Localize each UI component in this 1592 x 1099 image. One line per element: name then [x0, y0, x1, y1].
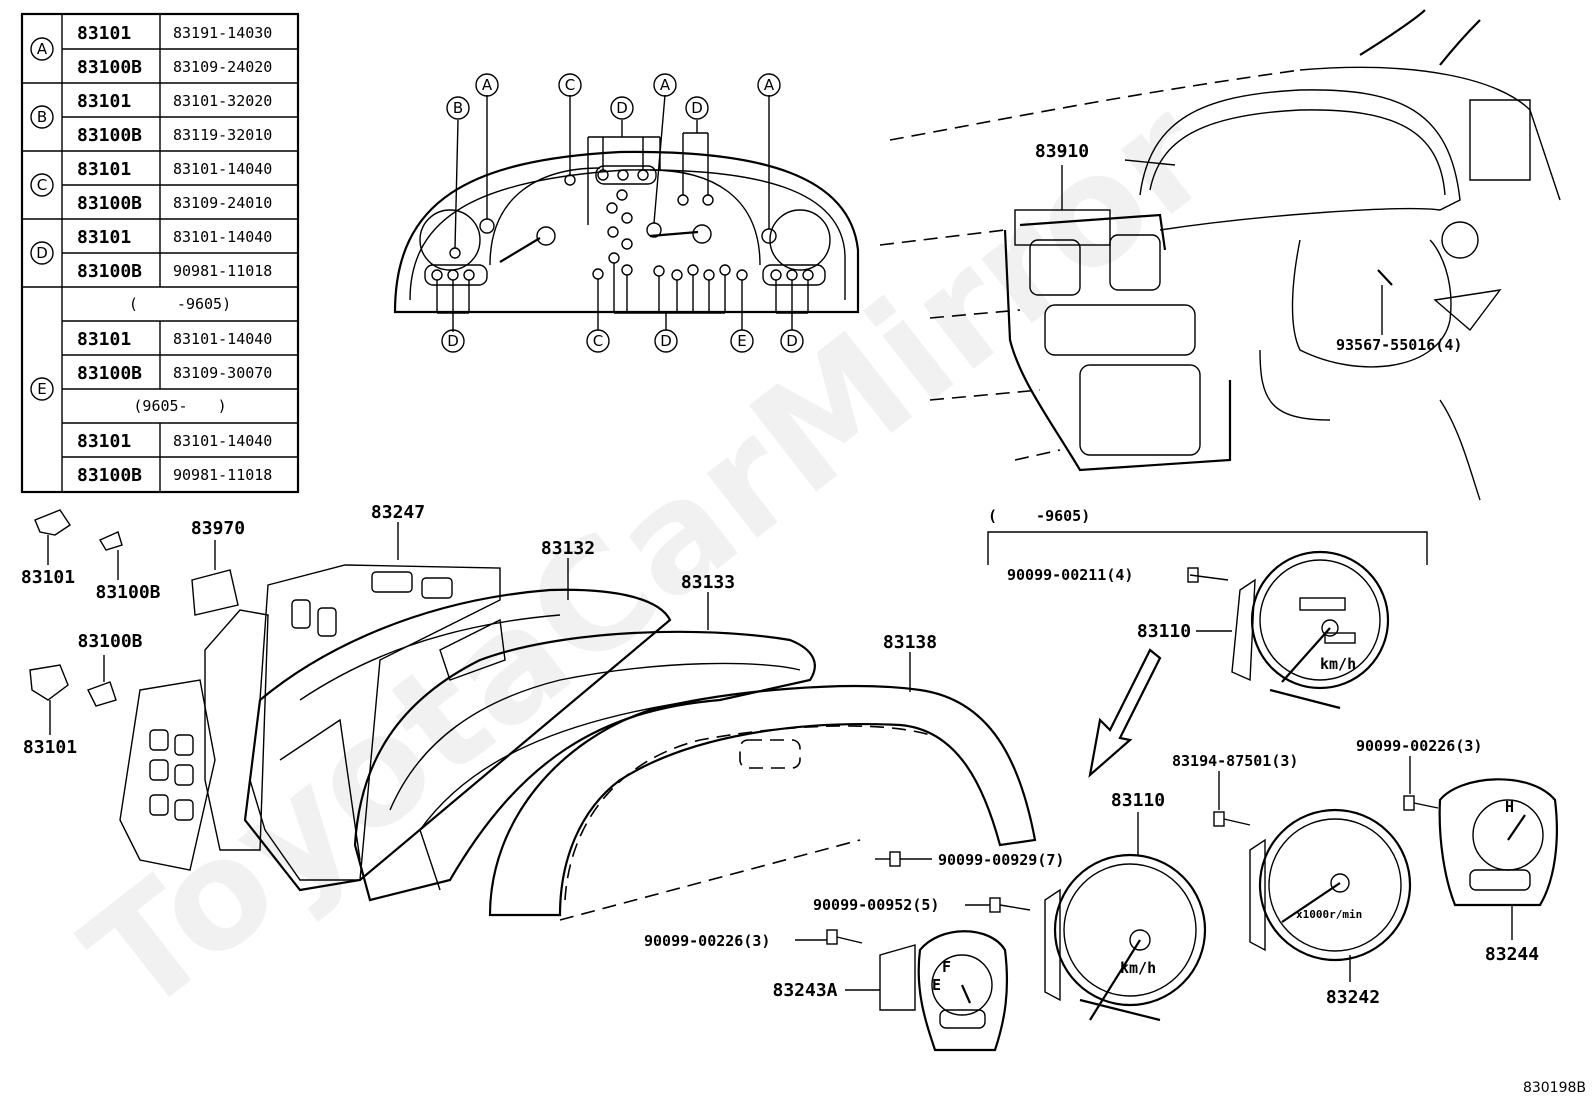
callout-d: D	[685, 96, 709, 120]
table-cell-code: 83100B	[77, 465, 142, 486]
callout-c: C	[558, 73, 582, 97]
svg-text:D: D	[616, 99, 628, 117]
table-letter-b: B	[30, 105, 54, 129]
table-cell-part: 83101-14040	[173, 330, 272, 348]
callout-a: A	[653, 73, 677, 97]
cluster-layers: 83247 83132 83133 83138	[119, 502, 1037, 921]
bulb-location-diagram: B A C D A D A D C D E D	[393, 73, 860, 353]
diagram-code: 830198B	[1523, 1080, 1586, 1096]
table-period-note: ( -9605)	[129, 295, 231, 313]
label-90099-00226: 90099-00226(3)	[1356, 737, 1482, 755]
dashboard-view: 83910 93567-55016(4)	[879, 9, 1561, 501]
label-83138: 83138	[883, 632, 937, 653]
svg-text:A: A	[37, 40, 48, 58]
gauge-kmh-label: km/h	[1320, 655, 1356, 673]
label-83101: 83101	[21, 567, 75, 588]
callout-a: A	[757, 73, 781, 97]
label-83100b: 83100B	[95, 582, 160, 603]
callout-c: C	[586, 329, 610, 353]
svg-text:A: A	[660, 76, 671, 94]
label-83194-87501: 83194-87501(3)	[1172, 752, 1298, 770]
table-cell-part: 83101-14040	[173, 432, 272, 450]
table-cell-code: 83100B	[77, 125, 142, 146]
table-cell-part: 83119-32010	[173, 126, 272, 144]
label-83110: 83110	[1137, 621, 1191, 642]
table-cell-part: 90981-11018	[173, 466, 272, 484]
gauge-h-label: H	[1505, 798, 1514, 816]
table-cell-code: 83101	[77, 91, 131, 112]
table-cell-code: 83100B	[77, 57, 142, 78]
label-83244: 83244	[1485, 944, 1539, 965]
table-cell-code: 83100B	[77, 261, 142, 282]
label-83133: 83133	[681, 572, 735, 593]
svg-text:B: B	[453, 99, 463, 117]
callout-d: D	[441, 329, 465, 353]
table-cell-part: 83109-30070	[173, 364, 272, 382]
gauge-kmh-label: km/h	[1120, 959, 1156, 977]
svg-text:D: D	[36, 244, 48, 262]
label-83132: 83132	[541, 538, 595, 559]
table-cell-code: 83101	[77, 329, 131, 350]
label-90099-00211: 90099-00211(4)	[1007, 566, 1133, 584]
callout-d: D	[780, 329, 804, 353]
table-cell-code: 83100B	[77, 193, 142, 214]
small-parts: 83101 83100B 83970 83100B 83101	[21, 509, 245, 758]
table-period-note: (9605- )	[133, 397, 226, 415]
svg-text:E: E	[37, 380, 46, 398]
label-83100b: 83100B	[77, 631, 142, 652]
table-cell-code: 83101	[77, 431, 131, 452]
callout-d: D	[610, 96, 634, 120]
table-letter-c: C	[30, 173, 54, 197]
svg-text:C: C	[565, 76, 575, 94]
svg-text:C: C	[37, 176, 47, 194]
svg-text:A: A	[764, 76, 775, 94]
table-cell-part: 83109-24010	[173, 194, 272, 212]
callout-e: E	[730, 329, 754, 353]
table-cell-code: 83101	[77, 227, 131, 248]
watermark: ToyotaCarMirror	[55, 68, 1242, 1049]
table-letter-a: A	[30, 37, 54, 61]
svg-text:D: D	[786, 332, 798, 350]
callout-a: A	[475, 73, 499, 97]
table-cell-part: 90981-11018	[173, 262, 272, 280]
table-cell-part: 83101-14040	[173, 160, 272, 178]
label-83910: 83910	[1035, 141, 1089, 162]
gauge-rpm-label: x1000r/min	[1296, 908, 1362, 921]
label-93567-55016: 93567-55016(4)	[1336, 336, 1462, 354]
period-note: ( -9605)	[988, 507, 1090, 525]
label-90099-00952: 90099-00952(5)	[813, 896, 939, 914]
gauges: ( -9605) km/h 83110 90099-00211(4) km/h …	[644, 507, 1558, 1052]
gauge-f-label: F	[942, 958, 951, 976]
svg-text:B: B	[37, 108, 47, 126]
label-90099-00226: 90099-00226(3)	[644, 932, 770, 950]
table-letter-d: D	[30, 241, 54, 265]
label-83110: 83110	[1111, 790, 1165, 811]
label-83247: 83247	[371, 502, 425, 523]
table-cell-part: 83191-14030	[173, 24, 272, 42]
svg-text:D: D	[660, 332, 672, 350]
table-cell-part: 83101-32020	[173, 92, 272, 110]
table-cell-code: 83101	[77, 23, 131, 44]
svg-text:D: D	[447, 332, 459, 350]
gauge-e-label: E	[932, 976, 941, 994]
label-83101: 83101	[23, 737, 77, 758]
label-90099-00929: 90099-00929(7)	[938, 851, 1064, 869]
label-83970: 83970	[191, 518, 245, 539]
callout-b: B	[446, 96, 470, 120]
svg-text:A: A	[482, 76, 493, 94]
label-83242: 83242	[1326, 987, 1380, 1008]
svg-text:D: D	[691, 99, 703, 117]
table-cell-code: 83100B	[77, 363, 142, 384]
svg-text:C: C	[593, 332, 603, 350]
callout-d: D	[654, 329, 678, 353]
table-cell-part: 83109-24020	[173, 58, 272, 76]
table-letter-e: E	[30, 377, 54, 401]
svg-text:E: E	[737, 332, 746, 350]
parts-table: A B C D E 83101 83191-14030 83100B 83109…	[20, 12, 300, 494]
label-83243a: 83243A	[772, 980, 837, 1001]
table-cell-part: 83101-14040	[173, 228, 272, 246]
table-cell-code: 83101	[77, 159, 131, 180]
